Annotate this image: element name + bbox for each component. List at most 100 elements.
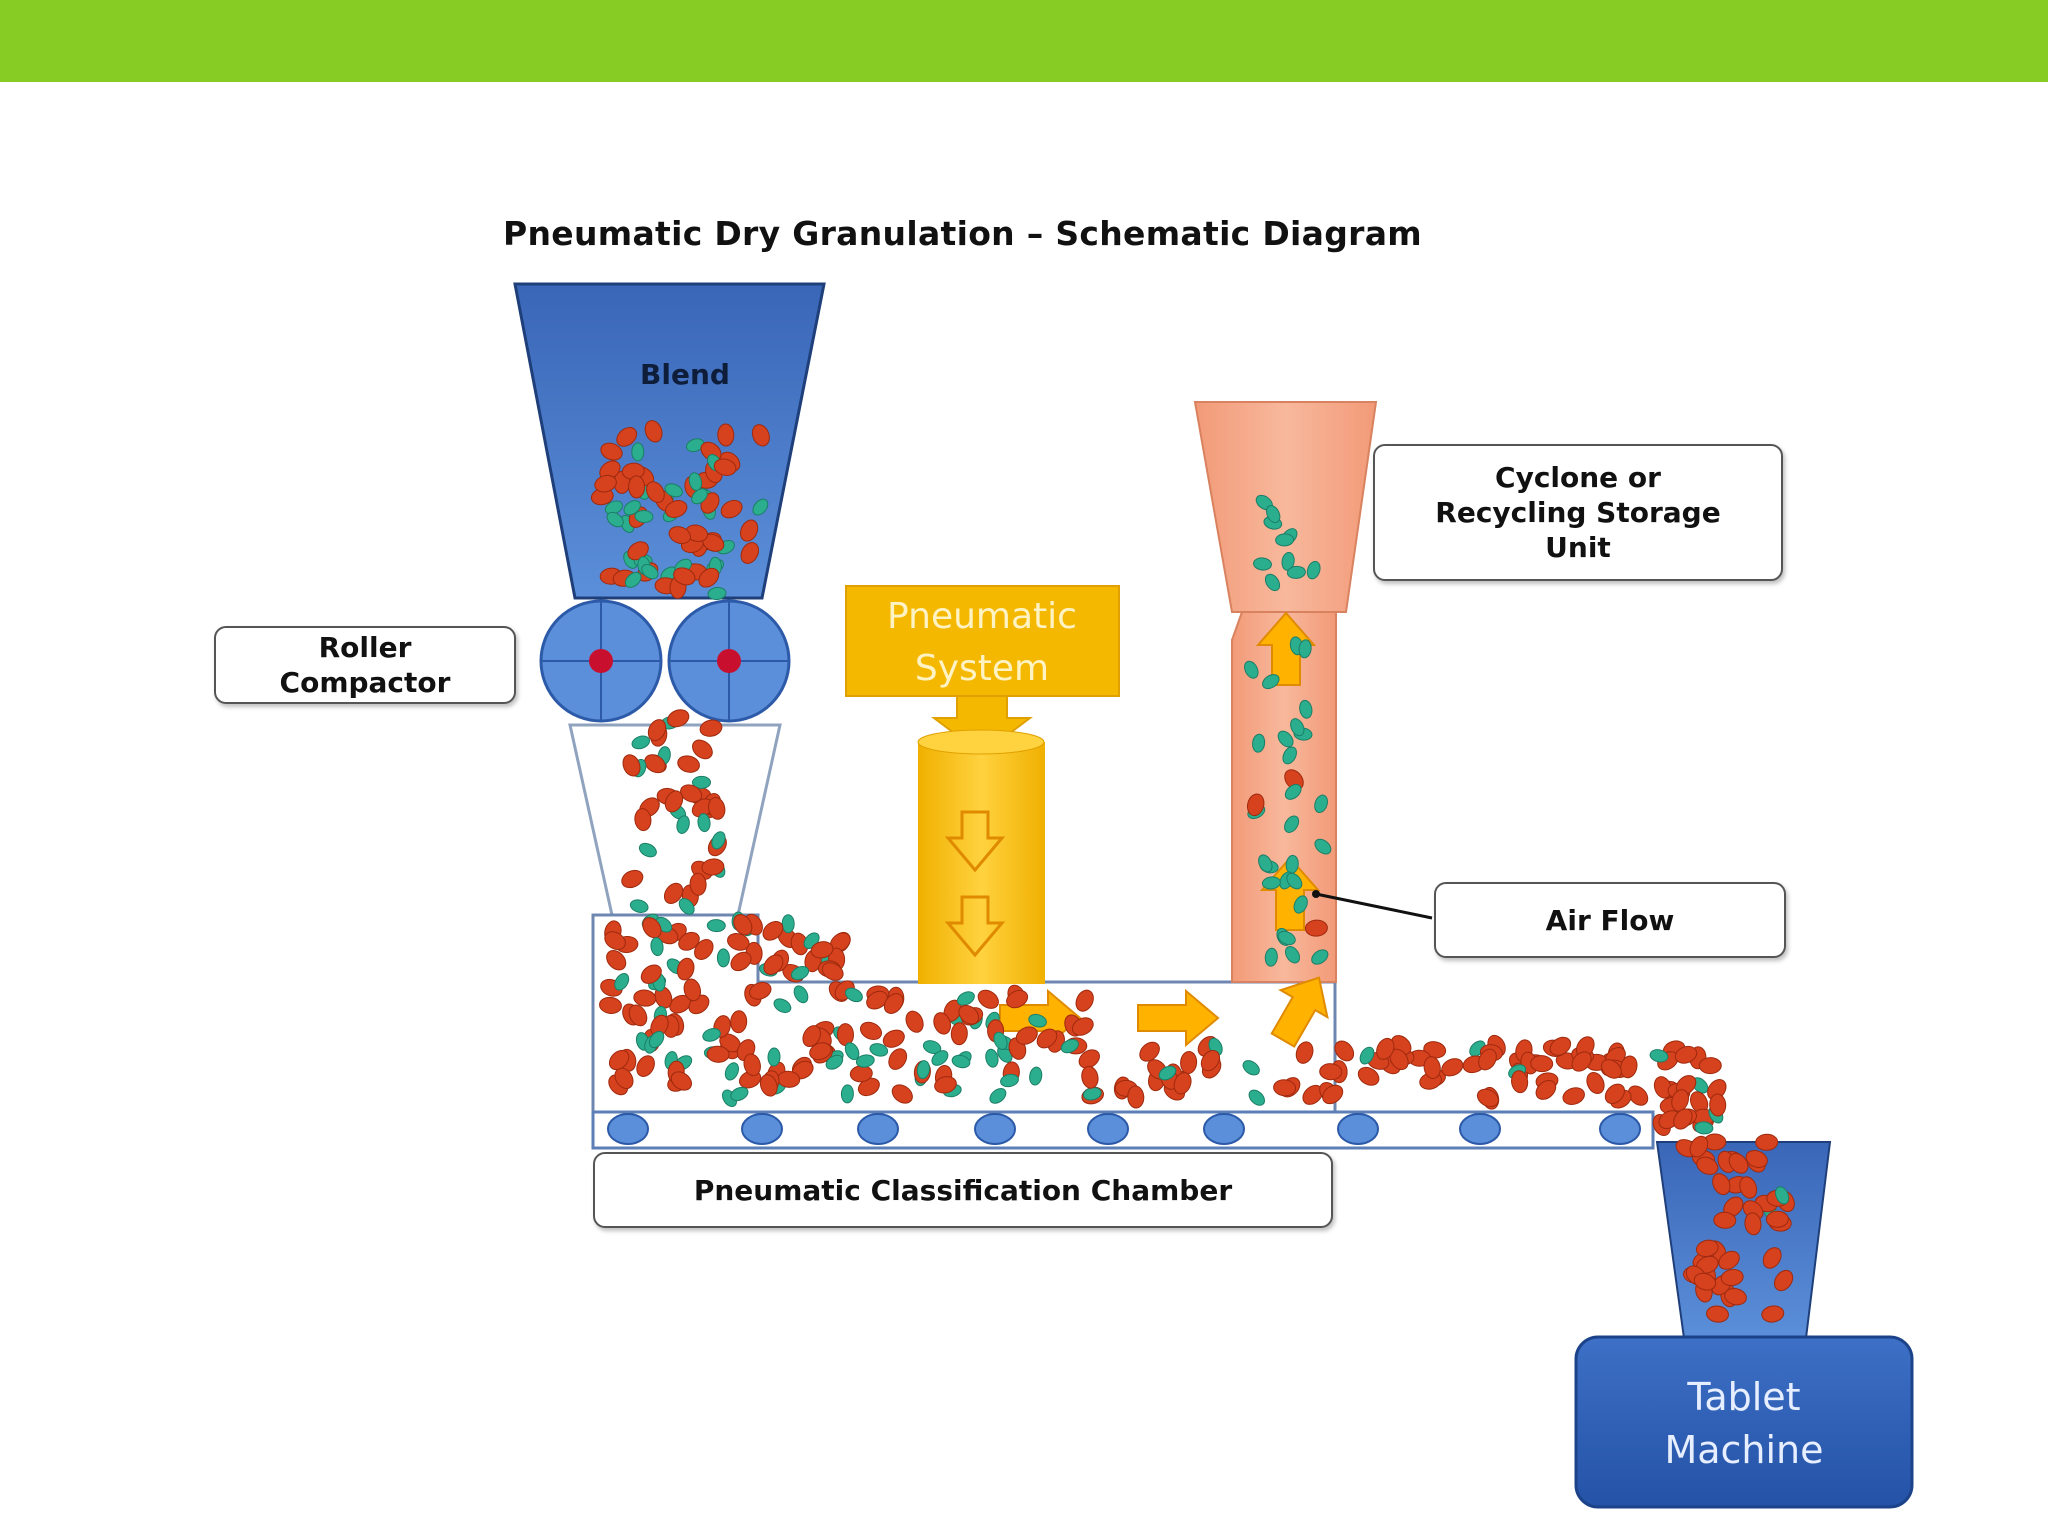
granule-dot — [740, 542, 760, 564]
fines-dot — [855, 1054, 875, 1068]
granule-dot — [1674, 1045, 1698, 1064]
fines-dot — [1248, 1089, 1265, 1106]
granule-dot — [644, 420, 663, 443]
fines-dot — [1314, 794, 1328, 814]
granule-dot — [1334, 1040, 1355, 1062]
granule-dot — [730, 951, 752, 972]
granule-dot — [1739, 1176, 1758, 1199]
granule-dot — [673, 567, 696, 586]
granule-dot — [1295, 1041, 1314, 1064]
fines-dot — [1264, 947, 1278, 967]
granule-dot — [1549, 1036, 1572, 1056]
fines-dot — [1060, 1038, 1079, 1054]
granule-dot — [809, 1042, 832, 1061]
fines-dot — [790, 966, 810, 981]
granule-dot — [821, 962, 844, 981]
granule-dot — [1728, 1152, 1749, 1174]
granule-dot — [727, 933, 750, 951]
fines-dot — [752, 498, 769, 516]
fines-dot — [711, 831, 726, 850]
granule-dot — [667, 709, 690, 728]
pneumatic-system-box — [845, 585, 1120, 697]
tablet-machine-label-1: Tablet — [1686, 1375, 1800, 1419]
granule-dot — [622, 754, 641, 777]
fines-dot — [1284, 945, 1301, 964]
fines-dot — [1029, 1066, 1043, 1086]
fines-dot — [678, 898, 695, 915]
fines-dot — [1649, 1049, 1669, 1063]
conveyor-roller — [1087, 1113, 1129, 1145]
pneumatic-system-label-2: System — [915, 648, 1049, 689]
conveyor-roller — [1599, 1113, 1641, 1145]
granule-dot — [706, 1045, 730, 1063]
granule-dot — [1586, 1071, 1605, 1095]
granule-dot — [676, 957, 695, 981]
fines-dot — [985, 1048, 999, 1068]
granule-dot — [634, 808, 652, 832]
granule-dot — [905, 1010, 924, 1033]
fines-dot — [840, 1084, 854, 1104]
roller-left — [539, 599, 663, 723]
fines-dot — [691, 488, 708, 505]
diagram-title: Pneumatic Dry Granulation – Schematic Di… — [503, 214, 1422, 253]
granule-dot — [1718, 1250, 1740, 1270]
granule-dot — [1075, 989, 1094, 1012]
granule-dot — [763, 954, 784, 975]
granule-dot — [1774, 1269, 1794, 1292]
conveyor-roller — [974, 1113, 1016, 1145]
fines-dot — [767, 1047, 781, 1067]
granule-dot — [701, 858, 725, 876]
granule-dot — [640, 964, 662, 984]
fines-dot — [697, 813, 711, 833]
granule-dot — [1530, 1055, 1554, 1073]
granule-dot — [802, 1025, 821, 1048]
granule-dot — [1620, 1055, 1638, 1079]
fines-dot — [1314, 838, 1332, 855]
fines-dot — [1266, 505, 1281, 524]
roller-compactor-label: Roller Compactor — [279, 631, 451, 699]
fines-dot — [793, 985, 809, 1004]
granule-dot — [1761, 1305, 1785, 1323]
fines-dot — [638, 842, 657, 858]
pneumatic-system-label-1: Pneumatic — [887, 596, 1077, 637]
fines-dot — [1359, 1046, 1375, 1065]
granule-dot — [644, 754, 666, 774]
fines-dot — [730, 1086, 749, 1102]
granule-dot — [1712, 1173, 1731, 1196]
granule-dot — [749, 981, 772, 1000]
fines-dot — [1000, 1073, 1019, 1088]
fines-dot — [664, 483, 683, 498]
granule-dot — [1695, 1239, 1719, 1258]
fines-dot — [1028, 1013, 1047, 1028]
granule-dot — [1562, 1087, 1585, 1105]
granule-dot — [743, 1053, 761, 1077]
fines-dot — [706, 919, 726, 933]
granule-dot — [977, 989, 999, 1009]
flow-arrow-diagonal — [1270, 976, 1329, 1048]
granule-dot — [683, 978, 702, 1002]
granule-dot — [689, 872, 707, 896]
granule-dot — [1571, 1051, 1592, 1072]
granule-dot — [698, 567, 720, 588]
granule-dot — [1693, 1272, 1717, 1291]
fines-dot — [629, 899, 649, 913]
granule-dot — [958, 1004, 980, 1025]
fines-dot — [993, 1031, 1008, 1050]
air-flow-label: Air Flow — [1545, 903, 1675, 937]
blend-hopper — [513, 282, 826, 600]
granule-dot — [1671, 1089, 1689, 1112]
air-flow-pointer — [1315, 892, 1433, 920]
fines-dot — [1277, 730, 1294, 748]
fines-dot — [781, 914, 795, 934]
fines-dot — [631, 735, 651, 750]
chamber-label: Pneumatic Classification Chamber — [693, 1173, 1233, 1207]
granule-dot — [647, 719, 667, 742]
fines-dot — [623, 500, 641, 516]
granule-dot — [1273, 1079, 1297, 1097]
granule-dot — [708, 797, 726, 820]
granule-dot — [664, 790, 684, 813]
granule-dot — [646, 481, 665, 503]
granule-dot — [1078, 1049, 1100, 1069]
fines-dot — [702, 1028, 721, 1042]
